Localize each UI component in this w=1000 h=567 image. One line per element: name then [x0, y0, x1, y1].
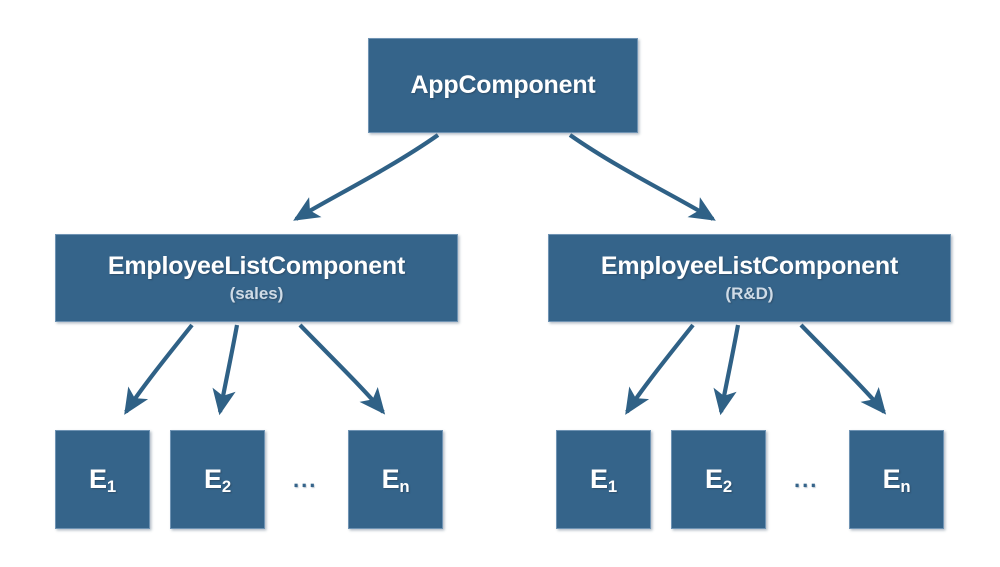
- node-employee-list-sales-title: EmployeeListComponent: [107, 252, 406, 281]
- edge-rnd-to-leaf2: [713, 324, 741, 416]
- employee-letter: E: [590, 464, 608, 495]
- node-employee-list-rnd[interactable]: EmployeeListComponent (R&D): [548, 234, 951, 322]
- node-employee-rnd-n[interactable]: En: [849, 430, 944, 529]
- node-app-component-title: AppComponent: [410, 71, 596, 100]
- node-employee-sales-n[interactable]: En: [348, 430, 443, 529]
- employee-index: 2: [221, 477, 231, 496]
- employee-index: n: [399, 477, 410, 496]
- employee-index: 1: [106, 477, 116, 496]
- node-app-component[interactable]: AppComponent: [368, 38, 638, 133]
- edge-app-to-rnd: [568, 133, 716, 221]
- edge-rnd-to-leafn: [799, 323, 887, 415]
- employee-letter: E: [204, 464, 222, 495]
- node-employee-rnd-1[interactable]: E1: [556, 430, 651, 529]
- node-employee-sales-2[interactable]: E2: [170, 430, 265, 529]
- node-employee-list-sales-subtitle: (sales): [229, 283, 284, 303]
- employee-index: 1: [607, 477, 617, 496]
- employee-letter: E: [882, 464, 901, 495]
- employee-index: n: [900, 477, 911, 496]
- node-employee-rnd-1-label: E1: [590, 464, 617, 496]
- node-employee-rnd-2-label: E2: [705, 464, 732, 496]
- node-employee-sales-1[interactable]: E1: [55, 430, 150, 529]
- employee-letter: E: [705, 464, 723, 495]
- ellipsis-rnd: ...: [794, 467, 819, 492]
- edge-sales-to-leafn: [298, 323, 386, 415]
- edge-sales-to-leaf2: [212, 324, 240, 416]
- edge-app-to-sales: [293, 133, 440, 221]
- node-employee-sales-n-label: En: [381, 464, 410, 496]
- employee-letter: E: [381, 464, 400, 495]
- node-employee-rnd-n-label: En: [882, 464, 911, 496]
- ellipsis-sales: ...: [293, 467, 318, 492]
- employee-letter: E: [89, 464, 107, 495]
- node-employee-sales-1-label: E1: [89, 464, 116, 496]
- node-employee-list-rnd-subtitle: (R&D): [725, 283, 774, 303]
- node-employee-list-sales[interactable]: EmployeeListComponent (sales): [55, 234, 458, 322]
- node-employee-rnd-2[interactable]: E2: [671, 430, 766, 529]
- node-employee-sales-2-label: E2: [204, 464, 231, 496]
- employee-index: 2: [722, 477, 732, 496]
- edge-rnd-to-leaf1: [625, 323, 695, 415]
- edge-sales-to-leaf1: [124, 323, 194, 415]
- node-employee-list-rnd-title: EmployeeListComponent: [600, 252, 899, 281]
